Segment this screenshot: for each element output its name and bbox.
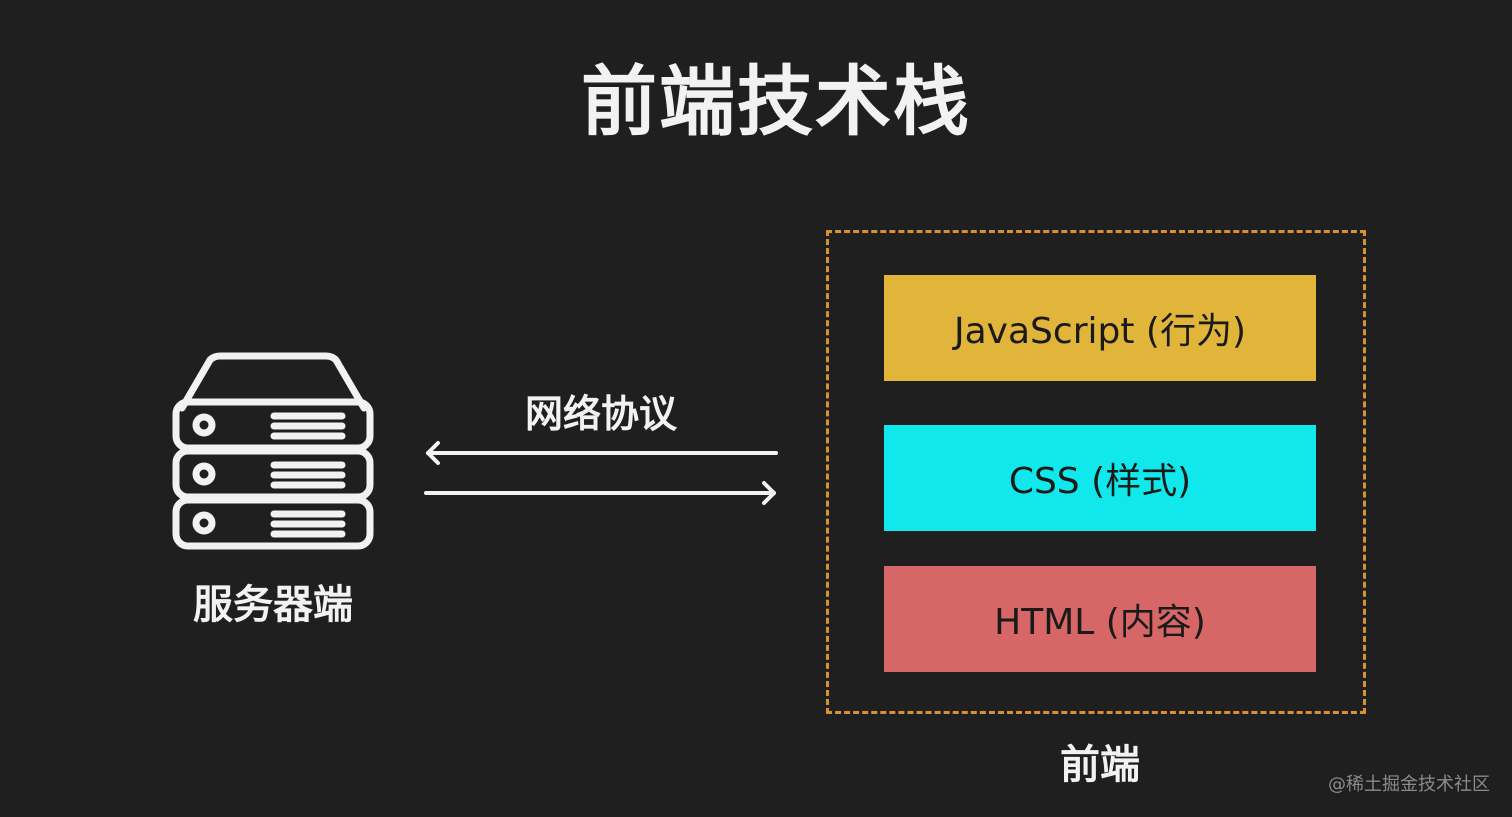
diagram-title: 前端技术栈	[581, 57, 971, 146]
css-layer: CSS (样式)	[884, 425, 1316, 531]
html-layer-label: HTML (内容)	[994, 602, 1206, 643]
server-label: 服务器端	[193, 582, 353, 628]
protocol-label: 网络协议	[524, 392, 677, 436]
arrow-to-frontend-head	[762, 481, 776, 505]
bidirectional-arrows	[424, 441, 778, 505]
frontend-label: 前端	[1060, 742, 1140, 788]
css-layer-label: CSS (样式)	[1008, 461, 1192, 502]
server-stack-icon	[172, 352, 374, 550]
javascript-layer-label: JavaScript (行为)	[954, 311, 1246, 352]
watermark: @稀土掘金技术社区	[1328, 774, 1490, 795]
html-layer: HTML (内容)	[884, 566, 1316, 672]
javascript-layer: JavaScript (行为)	[884, 275, 1316, 381]
frontend-dashed-frame	[826, 230, 1366, 714]
arrow-to-server-head	[426, 441, 440, 465]
